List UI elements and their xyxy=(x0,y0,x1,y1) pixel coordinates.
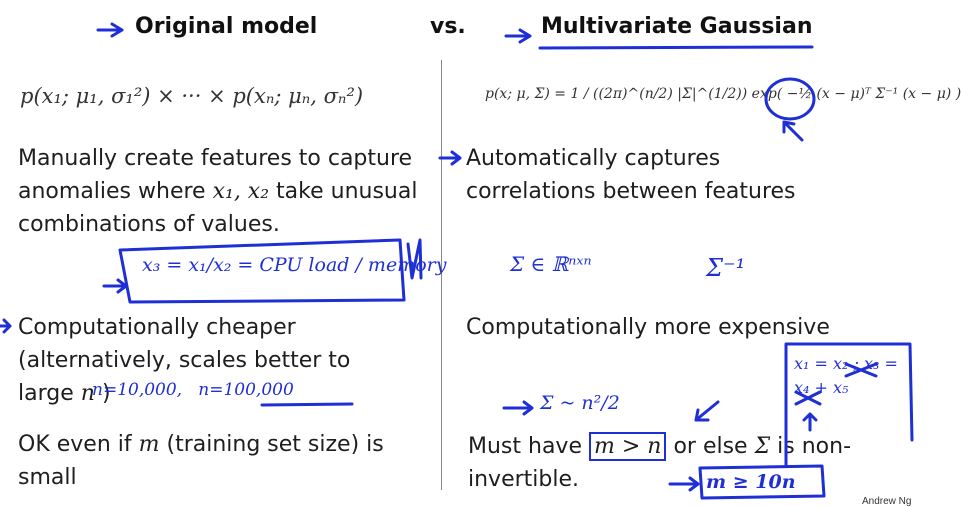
left-title-arrow-icon xyxy=(96,22,124,38)
cheaper-text: Computationally cheaper (alternatively, … xyxy=(18,311,398,410)
manual-features-start: Manually create features to capture anom… xyxy=(18,146,413,204)
must-have-text: Must have m > n or else Σ is non-inverti… xyxy=(468,430,868,496)
small-m-end: (training set size) is small xyxy=(18,432,384,490)
small-m-text: OK even if m (training set size) is smal… xyxy=(18,428,418,494)
n-value-underline xyxy=(260,402,354,407)
sigma-cost-handwriting: Σ ~ n²/2 xyxy=(540,392,620,414)
m-rule-handwriting: m ≥ 10n xyxy=(706,471,796,493)
right-title-arrow-icon xyxy=(504,28,532,44)
column-divider xyxy=(441,60,442,490)
auto-correlation-arrow-icon xyxy=(438,150,462,166)
m-greater-n-condition: m > n xyxy=(589,432,667,461)
left-column-title: Original model xyxy=(135,14,318,39)
sigma-inverse-handwriting: Σ⁻¹ xyxy=(706,254,746,282)
feature-ratio-handwriting: x₃ = x₁/x₂ = CPU load / memory xyxy=(142,254,447,276)
duplicate-features-bracket xyxy=(784,342,914,468)
cost-pointer-arrow-icon xyxy=(694,400,720,422)
m-variable: m xyxy=(138,432,160,457)
versus-label: vs. xyxy=(430,14,466,39)
feature-equation-box xyxy=(118,238,406,304)
feature-box-bracket xyxy=(406,238,423,280)
must-have-end: is non-invertible. xyxy=(468,434,852,492)
cost-arrow-icon xyxy=(502,400,534,416)
manual-features-text: Manually create features to capture anom… xyxy=(18,142,418,241)
author-credit: Andrew Ng xyxy=(862,496,912,507)
must-have-start: Must have xyxy=(468,434,582,459)
sigma-space-handwriting: Σ ∈ ℝⁿˣⁿ xyxy=(510,252,592,276)
dup-feature-arrow-icon xyxy=(802,412,818,432)
independent-model-formula: p(x₁; μ₁, σ₁²) × ··· × p(xₙ; μₙ, σₙ²) xyxy=(20,84,364,108)
x1-x2-variables: x₁, x₂ xyxy=(212,179,270,204)
sigma-inverse-circle xyxy=(764,77,816,121)
pen-strokes xyxy=(0,22,914,500)
right-column-title: Multivariate Gaussian xyxy=(541,14,813,39)
feature-equation-arrow-icon xyxy=(102,278,128,294)
manual-features-end: take unusual combinations of values. xyxy=(18,179,418,237)
right-title-underline xyxy=(538,45,814,50)
more-expensive-text: Computationally more expensive xyxy=(466,315,830,340)
auto-correlations-text: Automatically captures correlations betw… xyxy=(466,146,796,204)
strike-x3-mark xyxy=(794,390,822,406)
strike-x2-mark xyxy=(844,362,878,378)
sigma-circle-arrow-icon xyxy=(782,120,804,142)
m-rule-box xyxy=(698,464,826,500)
cheaper-end: ) xyxy=(101,381,111,406)
must-have-mid: or else xyxy=(673,434,748,459)
m-rule-arrow-icon xyxy=(668,476,700,492)
n-values-handwriting: n=10,000, n=100,000 xyxy=(92,380,294,400)
cheaper-arrow-icon xyxy=(0,318,12,334)
multivariate-gaussian-formula: p(x; μ, Σ) = 1 / ((2π)^(n/2) |Σ|^(1/2)) … xyxy=(485,86,961,102)
small-m-start: OK even if xyxy=(18,432,132,457)
n-variable: n xyxy=(80,381,95,406)
cheaper-start: Computationally cheaper (alternatively, … xyxy=(18,315,351,406)
sigma-symbol: Σ xyxy=(754,434,771,459)
